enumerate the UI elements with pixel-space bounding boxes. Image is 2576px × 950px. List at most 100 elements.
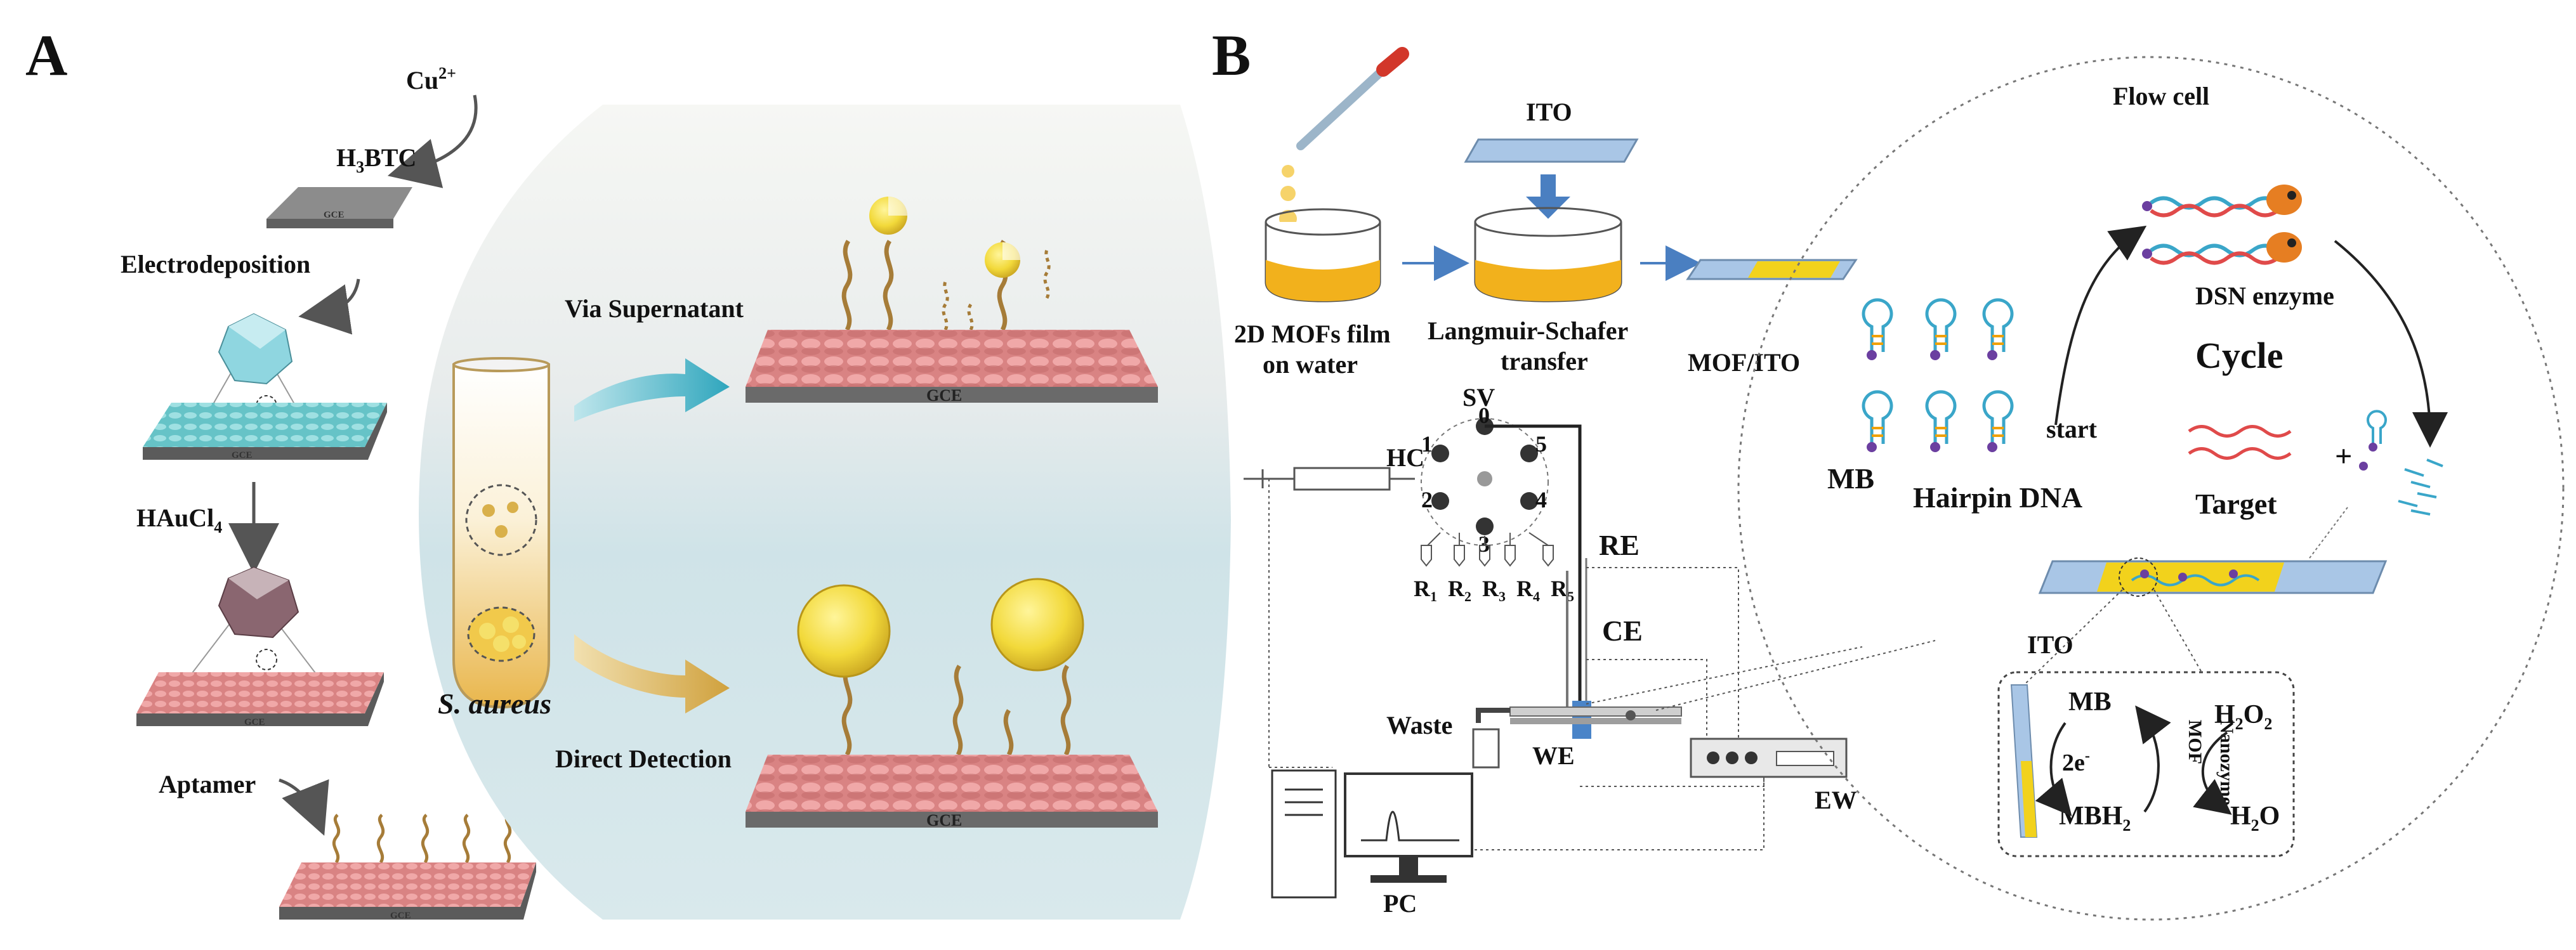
flow-tubing [1485,424,1582,707]
we-label: WE [1532,741,1575,770]
pc-label: PC [1383,889,1417,918]
panel-b: B ITO [1212,23,2565,921]
svg-text:GCE: GCE [390,911,411,921]
supernatant-arrow [574,358,730,422]
svg-text:GCE: GCE [926,811,962,830]
mb-dots [1867,350,1997,452]
ito-down-arrow [1526,174,1570,219]
flow-cell-label: Flow cell [2113,82,2209,110]
flow-cell-electrode [2038,507,2388,597]
svg-text:GCE: GCE [324,210,345,220]
port-0: 0 [1478,403,1490,428]
via-supernatant-label: Via Supernatant [565,294,744,323]
petri-dish-ls [1474,207,1622,303]
potentiostat [1690,738,1848,778]
electrodeposition-arrow [298,278,360,335]
hairpin-rungs [1872,335,2004,437]
ito-slide-top [1464,138,1639,163]
test-tube [452,357,550,709]
port-5: 5 [1535,431,1547,457]
cycle-arrow-right [2334,240,2448,448]
reagent-tubes [1421,532,1554,567]
flow-cell-circle [1737,56,2565,921]
dropper-icon [1279,47,1409,228]
cleaved-fragments [2359,410,2443,516]
syringe-pump [1244,467,1415,491]
mof-crystal [190,313,318,445]
port-4: 4 [1535,487,1547,512]
waste-faucet [1472,708,1510,769]
mofs-film-line2: on water [1263,350,1358,379]
re-label: RE [1599,529,1640,561]
port-2: 2 [1421,487,1433,512]
reagent-r5: R5 [1551,576,1574,604]
target-label: Target [2195,488,2277,520]
inset-mb-label: MB [2068,687,2112,717]
cycle-label: Cycle [2195,335,2284,376]
gce-electrode-supernatant: GCE [746,197,1158,405]
dsn-enzyme-label: DSN enzyme [2195,282,2334,310]
panel-b-label: B [1212,23,1251,88]
flow-cell-stage [1509,706,1682,724]
h3btc-label: H3BTC [336,143,416,176]
cu-label: Cu2+ [406,64,456,94]
zoom-lines-inset [2023,589,2202,686]
ito-top-label: ITO [1526,98,1572,126]
ce-label: CE [1602,615,1643,647]
gce-electrode-mof: GCE [143,403,387,460]
plus-sign: + [2335,439,2352,473]
haucl4-label: HAuCl4 [136,504,222,537]
hc-label: HC [1386,443,1424,472]
port-1: 1 [1421,431,1433,457]
selector-valve [1421,417,1549,546]
ls-line2: transfer [1501,347,1588,375]
panel-a-label: A [25,23,67,88]
mechanism-inset [1997,671,2295,857]
hairpin-dna-group [1862,298,2014,444]
gce-electrode-au: GCE [136,672,384,727]
oxidation-arrow [2135,705,2171,813]
reagent-r1: R1 [1414,576,1437,604]
mof-word: MOF [2185,720,2205,764]
gce-electrode-bare: GCE [266,187,412,228]
waste-label: Waste [1386,711,1452,739]
cu-arrow [387,94,478,188]
aptamer-label: Aptamer [159,770,256,798]
target-dna [2188,425,2292,460]
inset-electrode [2010,684,2038,838]
two-e-label: 2e- [2062,748,2090,776]
start-label: start [2046,415,2098,443]
electrodeposition-label: Electrodeposition [121,250,310,278]
mofs-film-line1: 2D MOFs film [1234,320,1391,348]
zoom-lines [1586,640,1936,711]
reagent-r2: R2 [1448,576,1471,604]
mof-ito-slide [1686,259,1858,280]
pc-icon [1271,769,1473,899]
reagent-r4: R4 [1516,576,1540,604]
h2o2-label: H2O2 [2214,700,2272,733]
svg-text:GCE: GCE [232,450,253,460]
ito-inset-label: ITO [2027,630,2073,659]
mb-label: MB [1827,462,1874,495]
start-arrow [2054,225,2147,426]
mbh2-label: MBH2 [2059,802,2131,835]
gce-electrode-direct: GCE [746,578,1158,830]
dsn-duplexes [2142,185,2302,265]
ew-label: EW [1815,786,1857,814]
au-mof-crystal [190,566,318,676]
aptamer-arrow [279,778,329,836]
gce-electrode-aptamer: GCE [279,814,536,921]
panel-a: A Cu2+ H3BTC GCE Electrodeposition GCE H… [25,23,1231,921]
direct-detection-arrow [574,634,730,713]
s-aureus-label: S. aureus [438,687,551,720]
signal-wires [1268,479,1764,850]
ls-line1: Langmuir-Schafer [1428,316,1628,345]
petri-dish-mof-film [1265,208,1381,303]
hairpin-dna-label: Hairpin DNA [1913,481,2082,514]
reagent-r3: R3 [1482,576,1506,604]
svg-text:GCE: GCE [926,386,962,405]
sv-label: SV [1462,383,1495,412]
mof-ito-label: MOF/ITO [1688,348,1800,377]
h2o-label: H2O [2230,802,2280,835]
